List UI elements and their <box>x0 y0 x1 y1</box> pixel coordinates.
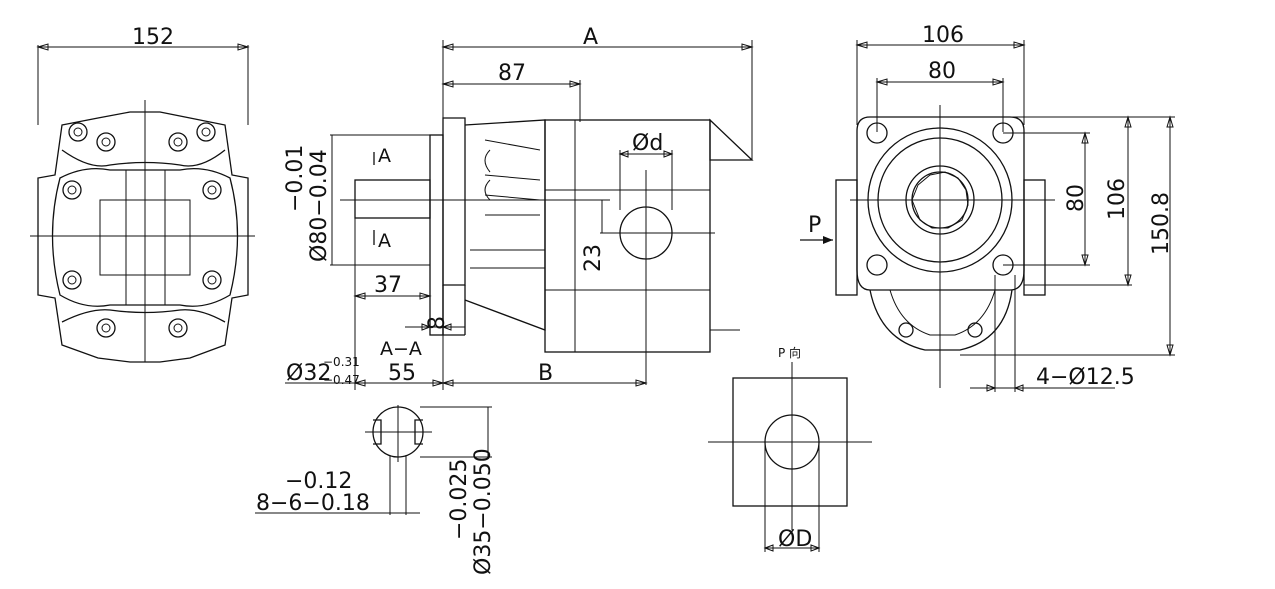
pilot-diameter-dim: Ø80−0.04 <box>307 149 332 262</box>
flange-thickness-dim: 8 <box>425 316 450 330</box>
p-view-title: P 向 <box>778 345 801 360</box>
rear-hole-spacing-v: 80 <box>1064 184 1089 212</box>
flange-to-port-dim: 87 <box>498 61 526 86</box>
view-arrow-label: P <box>808 213 821 238</box>
spline-length-dim: 55 <box>388 361 416 386</box>
section-title: A−A <box>380 338 422 360</box>
spline-tol-lower: −0.47 <box>323 373 360 387</box>
pilot-tol-upper: −0.01 <box>283 145 308 212</box>
port-position-dim: B <box>538 361 553 386</box>
rear-outer-width: 106 <box>922 23 964 48</box>
key-tol: −0.12 <box>285 469 352 494</box>
port-offset-dim: 23 <box>581 244 606 272</box>
rear-mount-holes: 4−Ø12.5 <box>1036 365 1135 390</box>
overall-length-dim: A <box>583 25 598 50</box>
p-port-diameter: ØD <box>778 527 812 552</box>
section-mark-top: A <box>378 145 391 167</box>
shaft-dim: Ø35−0.050 <box>471 448 496 575</box>
section-mark-bottom: A <box>378 230 391 252</box>
port-diameter-dim: Ød <box>632 131 663 156</box>
rear-hole-spacing-h: 80 <box>928 59 956 84</box>
spline-dim: Ø32 <box>286 361 331 386</box>
section-aa: −0.12 8−6−0.18 −0.025 Ø35−0.050 <box>255 405 496 575</box>
shaft-length-dim: 37 <box>374 273 402 298</box>
spline-tol-upper: −0.31 <box>323 355 360 369</box>
rear-outer-height: 106 <box>1105 178 1130 220</box>
front-view: 152 <box>30 25 255 363</box>
shaft-tol: −0.025 <box>447 459 472 540</box>
front-bolt-holes <box>62 122 222 338</box>
key-dim: 8−6−0.18 <box>256 491 370 516</box>
rear-overall-height: 150.8 <box>1149 192 1174 255</box>
p-view: P 向 ØD <box>708 345 872 552</box>
side-view: A 87 Ød <box>283 25 754 390</box>
front-width-dim: 152 <box>132 25 174 50</box>
rear-view: 106 80 80 <box>800 23 1175 392</box>
